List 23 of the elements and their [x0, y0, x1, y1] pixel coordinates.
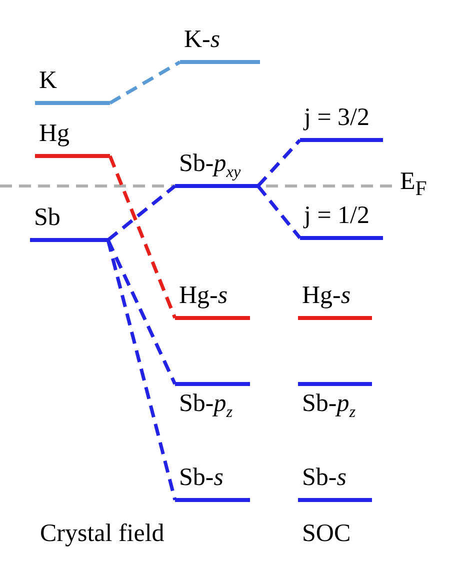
dashed-connector — [106, 239, 177, 385]
fermi-level-label: E$_{F}$ — [400, 168, 427, 202]
dashed-connector — [106, 240, 177, 500]
level-label: j = 3/2 — [304, 104, 370, 132]
level-label: Sb-p$_{z}$ — [179, 390, 233, 423]
level-label: Hg-s — [302, 282, 351, 310]
dashed-connector — [256, 138, 302, 188]
level-label: Hg — [39, 120, 70, 148]
axis-label: Crystal field — [40, 520, 164, 548]
level-label: K-s — [184, 26, 220, 54]
level-label: Sb-s — [179, 464, 224, 492]
dashed-connector — [106, 184, 176, 242]
level-label: Sb — [34, 204, 60, 232]
level-label: Hg-s — [179, 282, 228, 310]
level-label: Sb-s — [302, 464, 346, 492]
dashed-connector — [256, 184, 302, 240]
axis-label: SOC — [302, 520, 351, 548]
level-label: Sb-p$_{z}$ — [302, 390, 356, 423]
dashed-connector — [109, 60, 181, 105]
level-label: j = 1/2 — [304, 202, 370, 230]
dashed-connector — [108, 155, 177, 319]
level-label: K — [39, 67, 58, 95]
level-label: Sb-p$_{xy}$ — [179, 150, 241, 183]
